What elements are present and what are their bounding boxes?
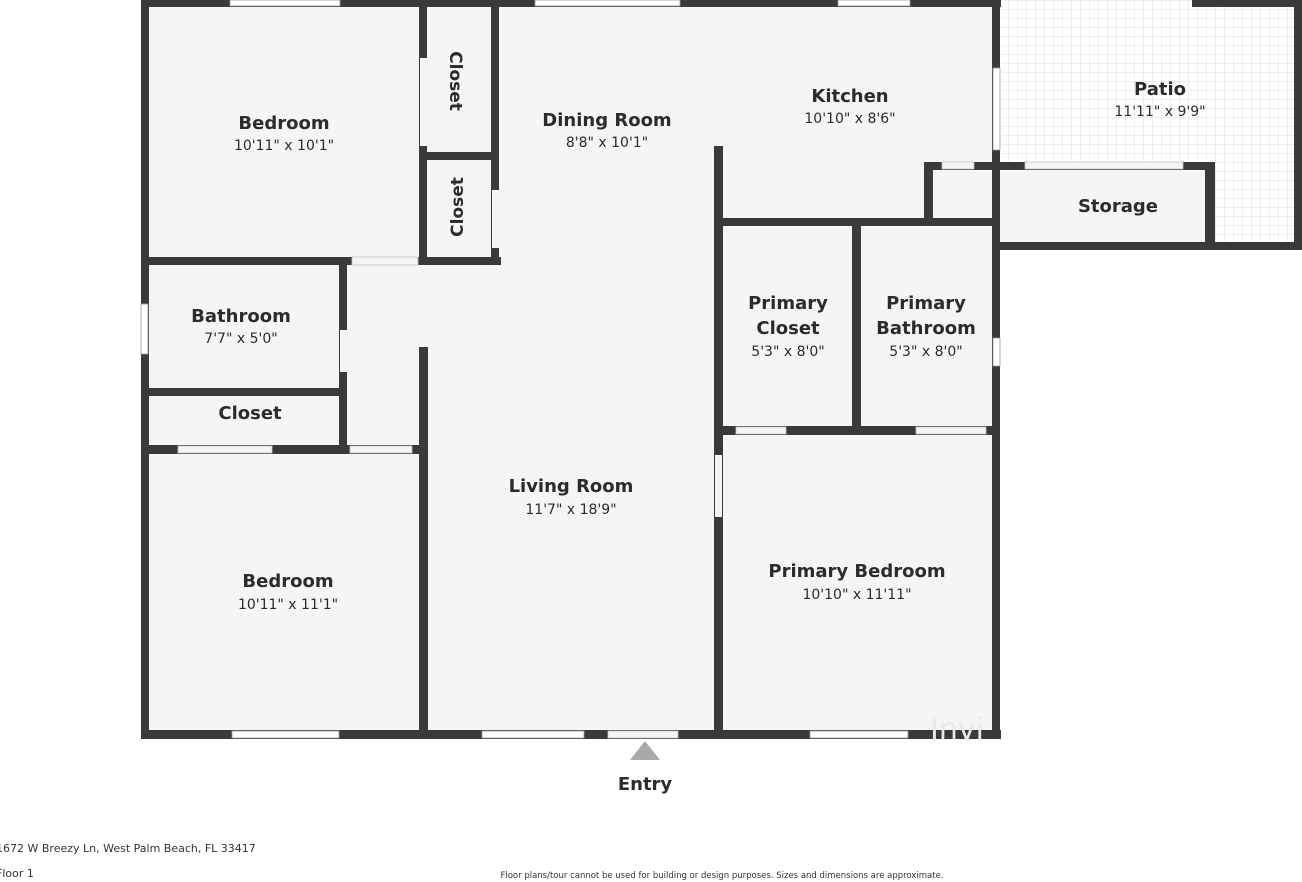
primary-closet-name-line2: Closet [756,318,820,339]
living-room-name: Living Room [509,476,634,497]
disclaimer-text: Floor plans/tour cannot be used for buil… [500,871,944,881]
primary-bedroom-name: Primary Bedroom [768,561,945,582]
bedroom-top-name: Bedroom [238,113,329,134]
address-text: 1672 W Breezy Ln, West Palm Beach, FL 33… [0,842,256,855]
bedroom-bottom-dim: 10'11" x 11'1" [238,597,338,613]
floor-label: Floor 1 [0,867,34,880]
primary-bathroom-name-line1: Primary [886,293,966,314]
windows [140,0,1001,739]
door-openings [178,58,1183,738]
storage-name: Storage [1078,196,1158,217]
closet-hall-name: Closet [218,403,282,424]
entry-label: Entry [617,774,673,795]
closet-top-name: Closet [445,51,465,111]
kitchen-dim: 10'10" x 8'6" [804,111,895,127]
primary-bedroom-dim: 10'10" x 11'11" [802,587,911,603]
kitchen-name: Kitchen [811,86,888,107]
primary-closet-dim: 5'3" x 8'0" [751,344,824,360]
bedroom-bottom-name: Bedroom [242,571,333,592]
bathroom-name: Bathroom [191,306,291,327]
dining-room-name: Dining Room [542,110,671,131]
door-outlines [177,161,1184,739]
watermark: Invi [930,712,984,747]
primary-bathroom-dim: 5'3" x 8'0" [889,344,962,360]
storage-floor [998,168,1208,244]
living-room-dim: 11'7" x 18'9" [525,502,616,518]
bedroom-top-dim: 10'11" x 10'1" [234,138,334,154]
primary-closet-name-line1: Primary [748,293,828,314]
closet-mid-name: Closet [448,177,468,237]
bathroom-dim: 7'7" x 5'0" [204,331,277,347]
primary-bathroom-name-line2: Bathroom [876,318,976,339]
patio-name: Patio [1134,79,1186,100]
entry-arrow-icon [630,741,660,760]
patio-dim: 11'11" x 9'9" [1114,104,1205,120]
dining-room-dim: 8'8" x 10'1" [566,135,648,151]
